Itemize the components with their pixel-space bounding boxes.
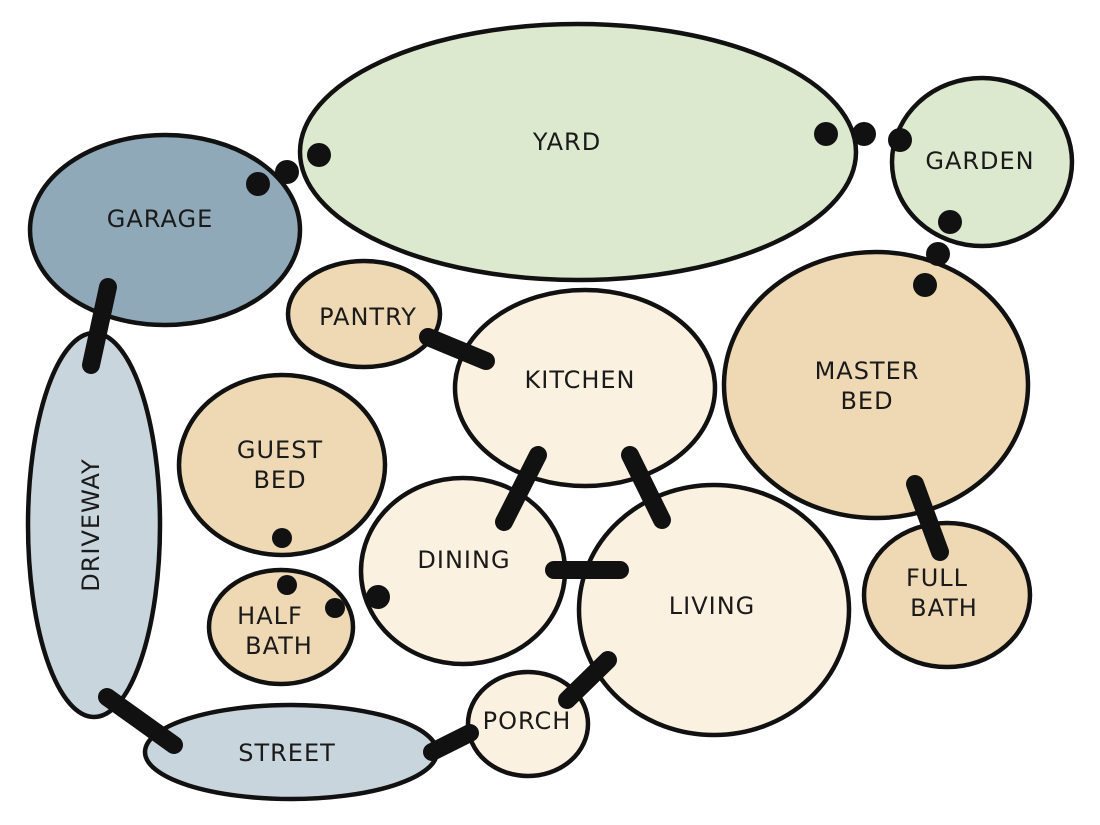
connector-kitchen-living [621, 446, 671, 529]
bubble-master-bed [721, 249, 1031, 521]
connector-dot-half-bath [277, 575, 297, 595]
connector-driveway-street [98, 688, 183, 754]
bubble-porch [465, 669, 591, 779]
bubble-garden [889, 75, 1075, 249]
connector-dot-garden-bottom [938, 210, 962, 234]
label-pantry: PANTRY [319, 303, 417, 331]
connector-master-full-bath [906, 475, 949, 561]
connector-dot-garden-left [888, 128, 912, 152]
connector-dot-garden-master [926, 242, 950, 266]
connector-porch-street [423, 724, 479, 761]
connector-dot-half-bath-right [325, 598, 345, 618]
label-living: LIVING [669, 592, 756, 620]
label-half-bath-line1: HALF [237, 602, 303, 630]
bubble-full-bath [861, 520, 1033, 670]
label-porch: PORCH [483, 707, 572, 735]
connector-kitchen-dining [495, 446, 547, 531]
label-yard: YARD [532, 128, 601, 156]
label-guest-bed-line1: GUEST [237, 436, 323, 464]
label-half-bath-line2: BATH [245, 632, 313, 660]
bubble-half-bath [206, 567, 356, 687]
connector-dot-yard-left [307, 143, 331, 167]
bubble-guest-bed [176, 372, 388, 558]
label-street: STREET [238, 739, 336, 767]
label-guest-bed-line2: BED [253, 466, 306, 494]
label-dining: DINING [417, 546, 510, 574]
label-full-bath-line1: FULL [906, 564, 968, 592]
connector-dot-dining-left [366, 585, 390, 609]
connector-dot-yard-right [814, 122, 838, 146]
label-driveway: DRIVEWAY [77, 458, 105, 591]
bubble-garage [27, 132, 303, 328]
label-master-bed-line2: BED [840, 387, 893, 415]
connector-dot-garage [246, 172, 270, 196]
bubble-yard [297, 21, 859, 283]
connector-dot-master-top [913, 273, 937, 297]
label-kitchen: KITCHEN [525, 366, 636, 394]
label-full-bath-line2: BATH [910, 594, 978, 622]
label-master-bed-line1: MASTER [815, 357, 920, 385]
label-garage: GARAGE [107, 205, 213, 233]
bubble-pantry [285, 258, 443, 370]
connector-dot-yard-garden [852, 122, 876, 146]
connector-pantry-kitchen [419, 328, 495, 370]
connector-garage-driveway [82, 278, 117, 374]
label-garden: GARDEN [925, 147, 1034, 175]
connector-dot-guest-bed [272, 528, 292, 548]
bubble-kitchen [452, 287, 718, 489]
bubble-living [576, 482, 852, 738]
connector-dot-garage-yard [275, 160, 299, 184]
connector-living-porch [558, 651, 617, 709]
